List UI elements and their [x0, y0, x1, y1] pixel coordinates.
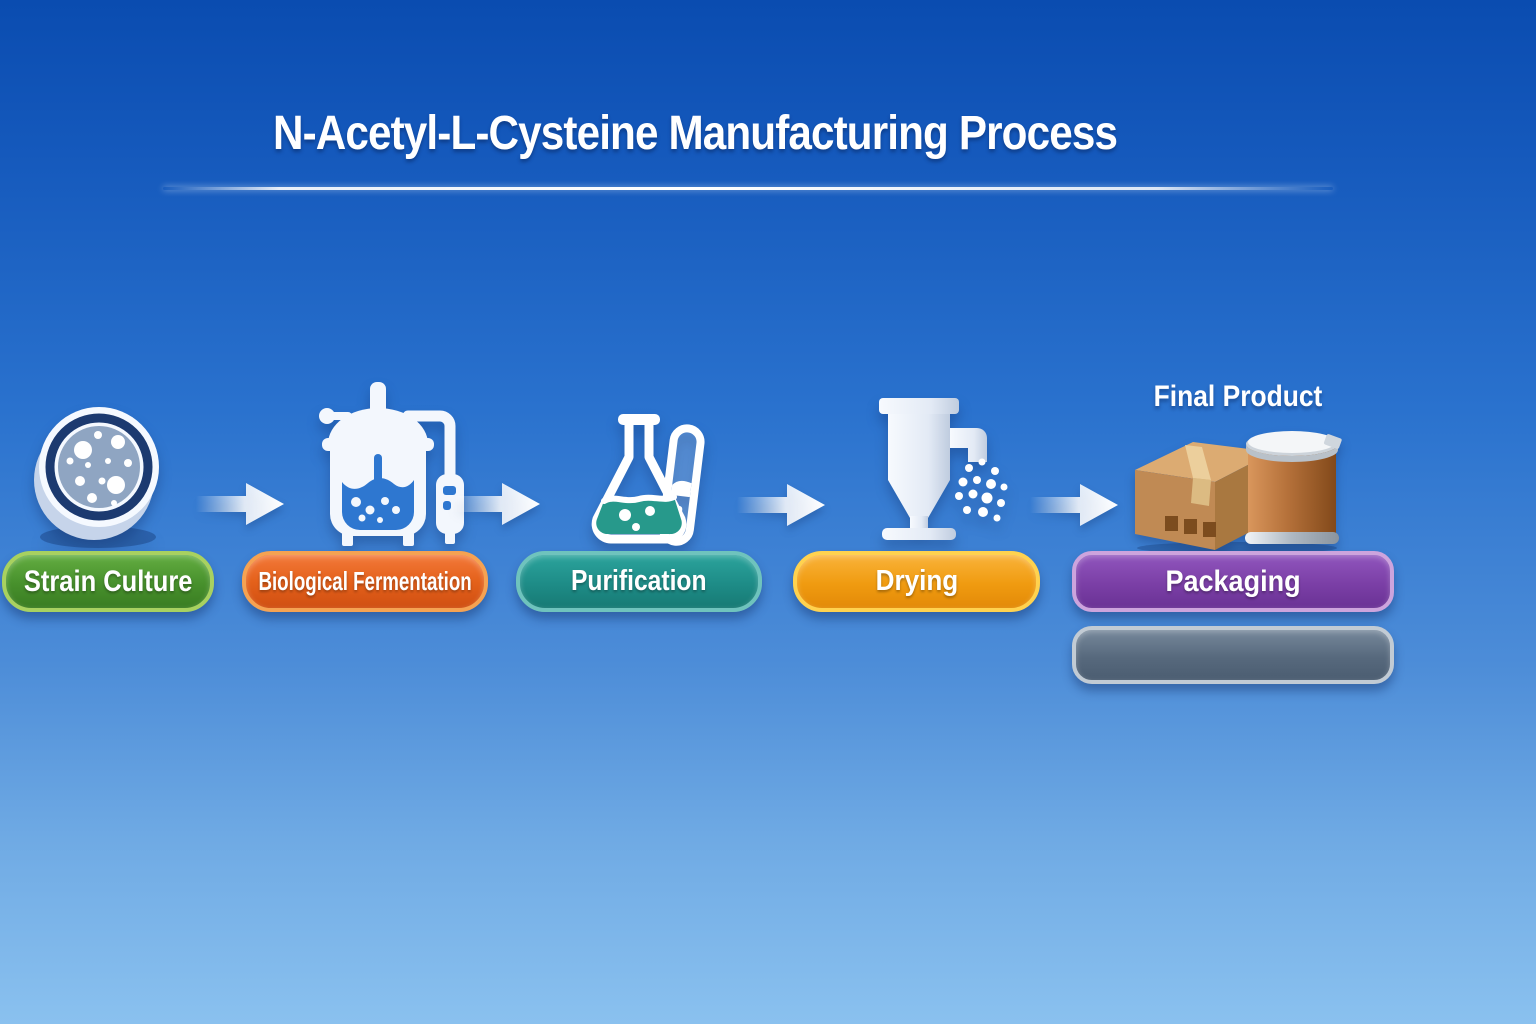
petri-dish-icon — [28, 395, 168, 555]
title-divider — [163, 187, 1333, 190]
arrow-icon — [452, 483, 540, 525]
step-label: Purification — [571, 565, 707, 597]
final-product-label: Final Product — [1153, 380, 1323, 413]
box-and-drum-icon — [1135, 431, 1342, 554]
step-pill-packaging: Packaging — [1072, 551, 1394, 612]
arrow-icon — [737, 484, 825, 526]
step-pill-purification: Purification — [516, 551, 762, 612]
arrow-icon — [1030, 484, 1118, 526]
empty-bar — [1072, 626, 1394, 684]
page-title: N-Acetyl-L-Cysteine Manufacturing Proces… — [272, 107, 1118, 160]
final-product: Final Product — [1126, 380, 1350, 559]
step-pill-drying: Drying — [793, 551, 1040, 612]
step-pill-biological-fermentation: Biological Fermentation — [242, 551, 488, 612]
fermenter-icon — [290, 380, 465, 553]
step-pill-strain-culture: Strain Culture — [2, 551, 214, 612]
spray-dryer-icon — [853, 392, 1015, 545]
step-label: Strain Culture — [23, 564, 193, 598]
arrow-icon — [196, 483, 284, 525]
step-label: Packaging — [1165, 564, 1301, 598]
step-label: Drying — [875, 565, 958, 597]
flask-test-tube-icon — [568, 402, 713, 553]
step-label: Biological Fermentation — [258, 566, 472, 596]
